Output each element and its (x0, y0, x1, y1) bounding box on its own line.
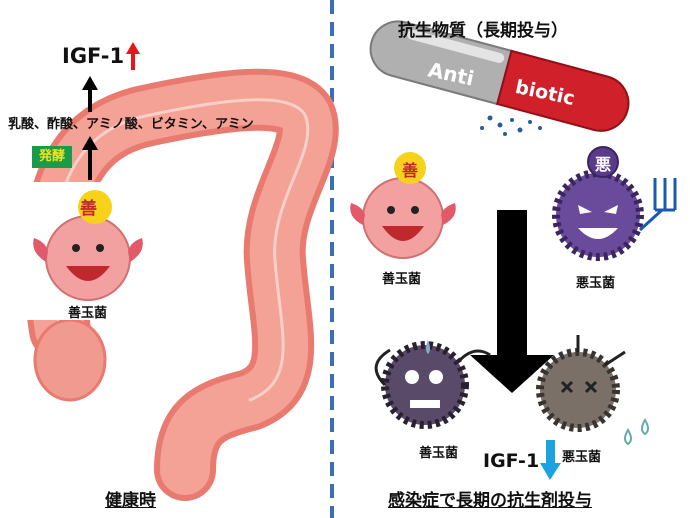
up-arrow-fermentation (82, 136, 98, 180)
good-bacteria-character-left (33, 190, 143, 301)
bad-badge: 悪 (595, 155, 612, 174)
good-bacteria-label-bottom: 善玉菌 (419, 446, 459, 461)
dead-bad-bacteria (536, 335, 649, 446)
igf-label-left: IGF-1 (62, 44, 125, 68)
big-down-arrow (470, 210, 554, 393)
igf-down-arrow-icon (540, 440, 561, 480)
damaged-good-bacteria (374, 340, 491, 429)
antibiotic-capsule-icon (369, 20, 630, 132)
good-bacteria-label-top: 善玉菌 (382, 272, 422, 287)
bad-bacteria-label-top: 悪玉菌 (576, 276, 616, 291)
good-badge-right: 善 (402, 161, 419, 180)
right-panel-title: 感染症で長期の抗生剤投与 (388, 491, 592, 511)
up-arrow-metabolites-to-igf (82, 76, 98, 112)
good-badge-left: 善 (80, 199, 97, 219)
igf-up-arrow-icon (126, 42, 140, 70)
left-panel-title: 健康時 (105, 491, 156, 511)
good-bacteria-character-right (350, 152, 456, 259)
good-bacteria-label-left: 善玉菌 (68, 306, 108, 321)
metabolites-label: 乳酸、酢酸、アミノ酸、ビタミン、アミン (8, 117, 254, 132)
antibiotic-particles (480, 115, 542, 136)
antibiotic-heading: 抗生物質（長期投与） (398, 21, 568, 41)
fermentation-badge: 発酵 (32, 146, 72, 168)
bad-bacteria-character (552, 146, 677, 261)
bad-bacteria-label-bottom: 悪玉菌 (562, 450, 602, 465)
igf-label-right: IGF-1 (483, 450, 540, 472)
